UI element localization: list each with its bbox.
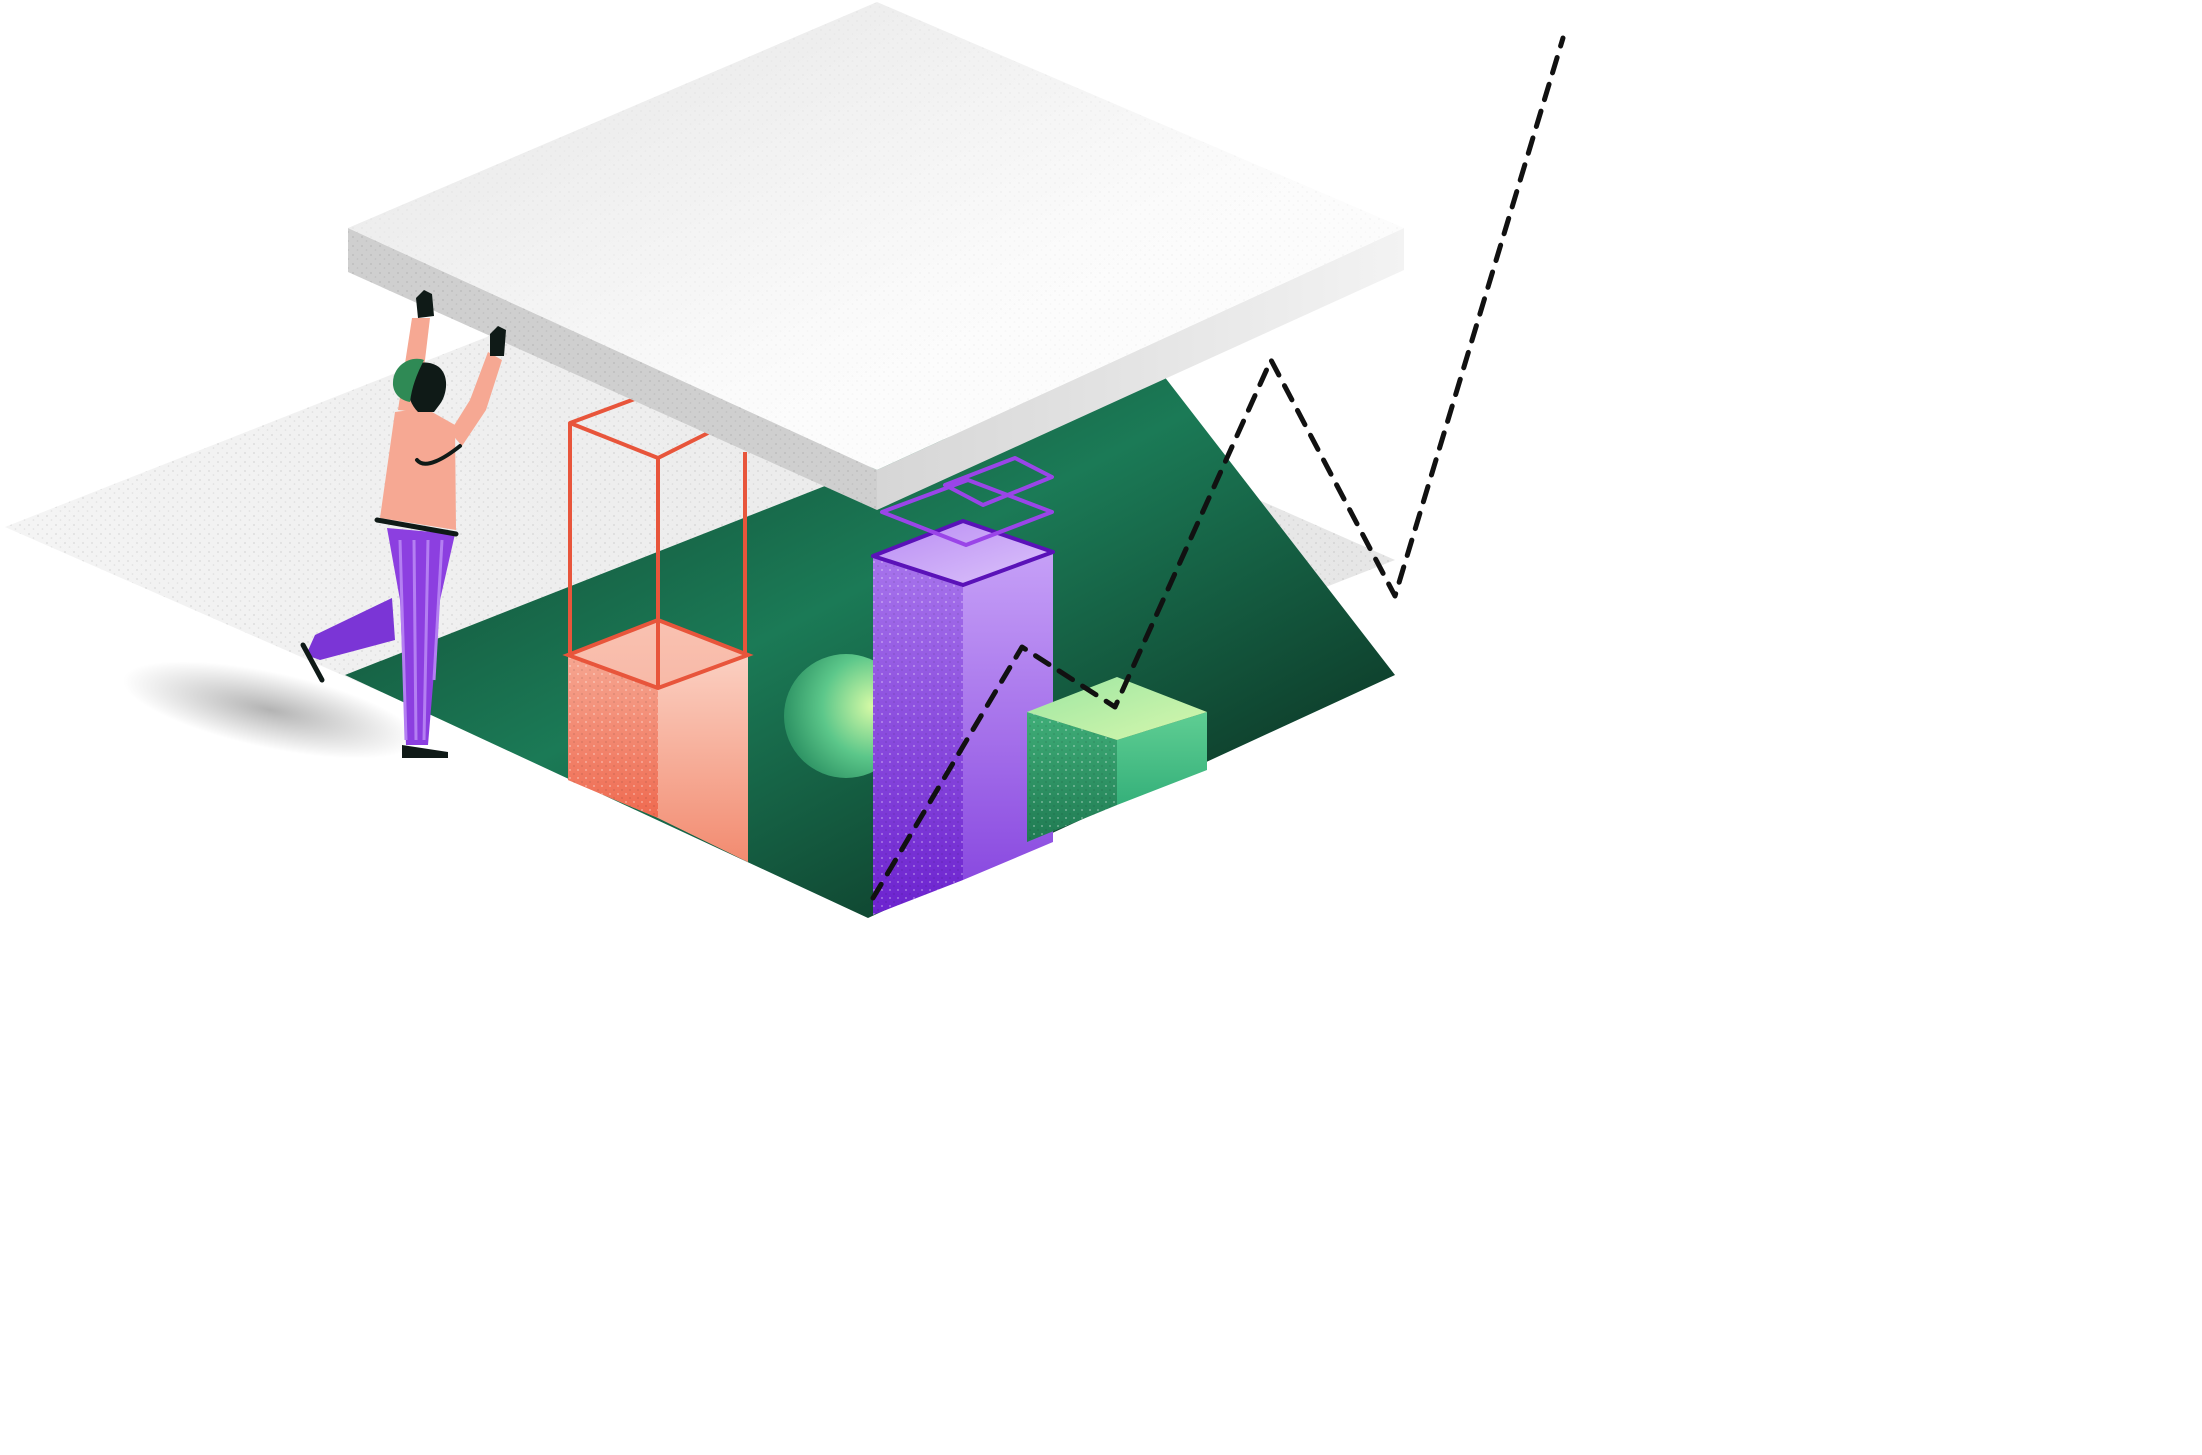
floating-slab xyxy=(348,2,1404,510)
person-lifting-slab-icon xyxy=(300,290,506,758)
salmon-bar xyxy=(562,395,754,862)
person-shadow xyxy=(123,661,417,759)
trend-line-icon xyxy=(870,35,1566,901)
